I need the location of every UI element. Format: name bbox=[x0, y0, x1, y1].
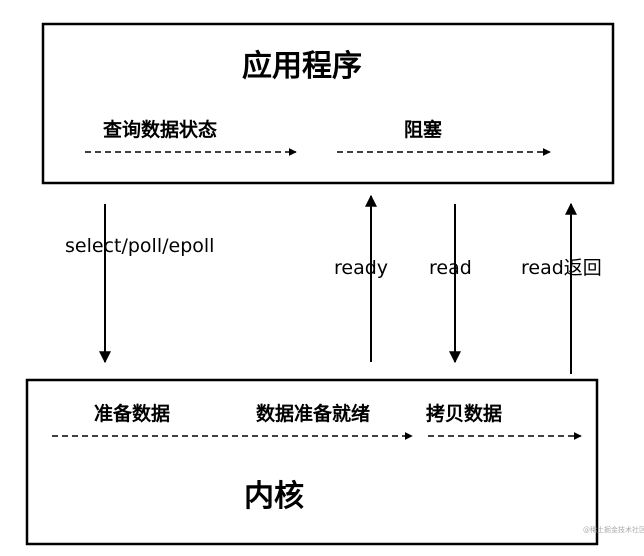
app-stage-query-status: 查询数据状态 bbox=[103, 119, 218, 141]
read-return-label: read返回 bbox=[521, 257, 602, 279]
application-box bbox=[41, 22, 615, 185]
application-title: 应用程序 bbox=[242, 49, 362, 84]
kernel-box bbox=[25, 378, 599, 546]
app-stage-blocking: 阻塞 bbox=[404, 119, 443, 141]
ready-label: ready bbox=[334, 257, 389, 279]
kernel-title: 内核 bbox=[244, 479, 304, 514]
select-call-label: select/poll/epoll bbox=[65, 235, 215, 257]
kernel-stage-data-ready: 数据准备就绪 bbox=[256, 403, 371, 425]
read-label: read bbox=[429, 257, 472, 279]
watermark: @稀土掘金技术社区 bbox=[583, 526, 644, 534]
kernel-stage-prepare-data: 准备数据 bbox=[94, 403, 171, 425]
kernel-stage-copy-data: 拷贝数据 bbox=[426, 403, 503, 425]
